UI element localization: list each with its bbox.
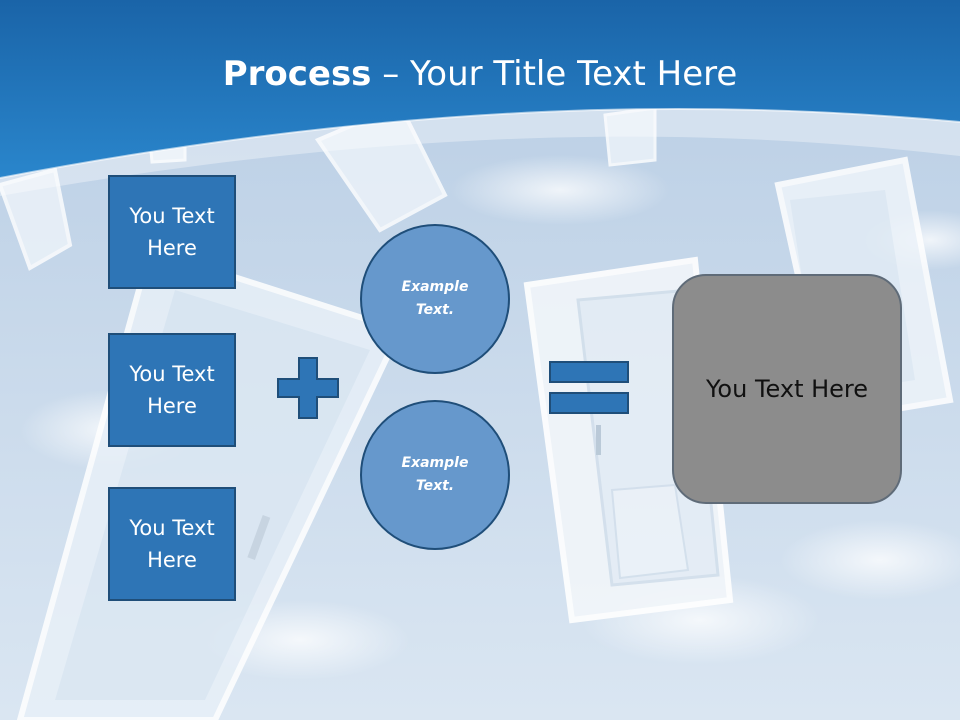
input-box-3[interactable]: You Text Here: [108, 487, 236, 601]
example-circle-1[interactable]: Example Text.: [360, 224, 510, 374]
result-box[interactable]: You Text Here: [672, 274, 902, 504]
example-circle-2[interactable]: Example Text.: [360, 400, 510, 550]
equals-icon: [549, 361, 629, 414]
title-rest: – Your Title Text Here: [371, 54, 738, 94]
plus-icon: [277, 357, 339, 419]
input-box-2[interactable]: You Text Here: [108, 333, 236, 447]
title-bold: Process: [222, 54, 372, 94]
slide-title: Process – Your Title Text Here: [0, 52, 960, 96]
input-box-1[interactable]: You Text Here: [108, 175, 236, 289]
